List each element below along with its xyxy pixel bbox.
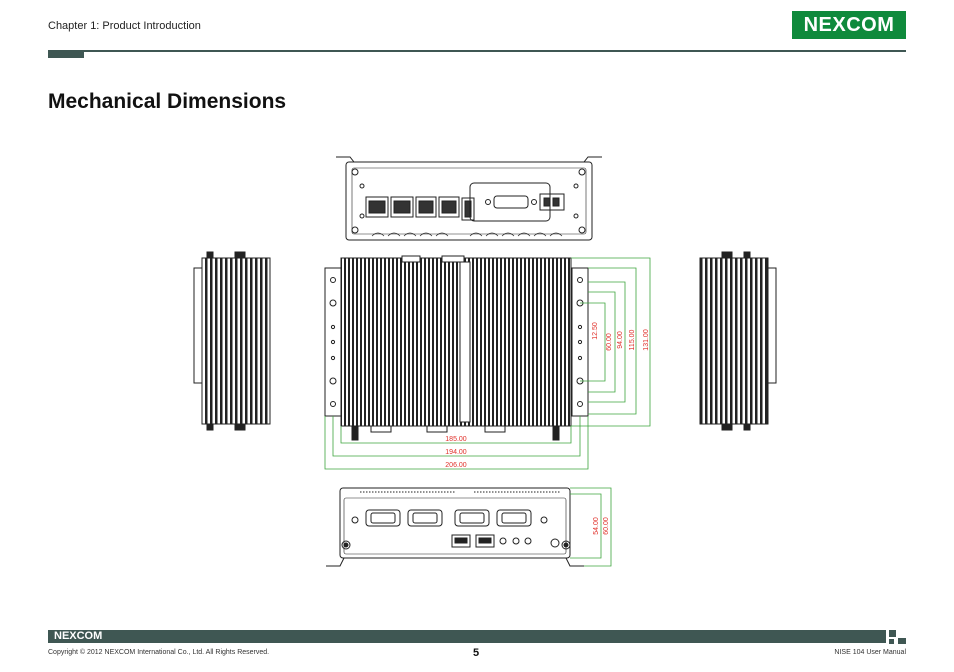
dim-width-206: 206.00 bbox=[445, 462, 467, 469]
page-number: 5 bbox=[473, 647, 480, 659]
dim-width-194: 194.00 bbox=[445, 449, 467, 456]
dim-depth-60-00: 60.00 bbox=[606, 333, 613, 351]
dim-depth-12-50: 12.50 bbox=[592, 322, 599, 340]
dimension-lines bbox=[324, 257, 651, 567]
nexcom-logo: NEXCOM bbox=[792, 11, 906, 39]
footer-square-1 bbox=[889, 630, 896, 637]
header-accent-block bbox=[48, 50, 84, 58]
dimension-labels: 185.00 194.00 206.00 12.50 60.00 94.00 1… bbox=[445, 322, 650, 535]
copyright-notice: Copyright © 2012 NEXCOM International Co… bbox=[48, 649, 270, 656]
rear-view bbox=[336, 156, 602, 241]
footer-square-3 bbox=[889, 639, 894, 644]
footer-bar bbox=[48, 630, 886, 643]
manual-name: NISE 104 User Manual bbox=[834, 649, 906, 656]
dim-height-54-00: 54.00 bbox=[593, 517, 600, 535]
front-view bbox=[326, 487, 584, 567]
footer-nexcom-logo: NEXCOM bbox=[54, 630, 103, 642]
dim-depth-115-00: 115.00 bbox=[629, 329, 636, 350]
dim-height-60-00: 60.00 bbox=[603, 517, 610, 535]
dim-width-185: 185.00 bbox=[445, 436, 467, 443]
page-title: Mechanical Dimensions bbox=[48, 90, 287, 113]
dim-depth-94-00: 94.00 bbox=[617, 331, 624, 349]
header-divider bbox=[48, 50, 906, 52]
chapter-label: Chapter 1: Product Introduction bbox=[48, 20, 201, 32]
footer-square-2 bbox=[898, 638, 906, 644]
right-side-view bbox=[699, 251, 777, 431]
top-view bbox=[324, 255, 589, 441]
dim-depth-131-00: 131.00 bbox=[643, 329, 650, 351]
left-side-view bbox=[193, 251, 271, 431]
